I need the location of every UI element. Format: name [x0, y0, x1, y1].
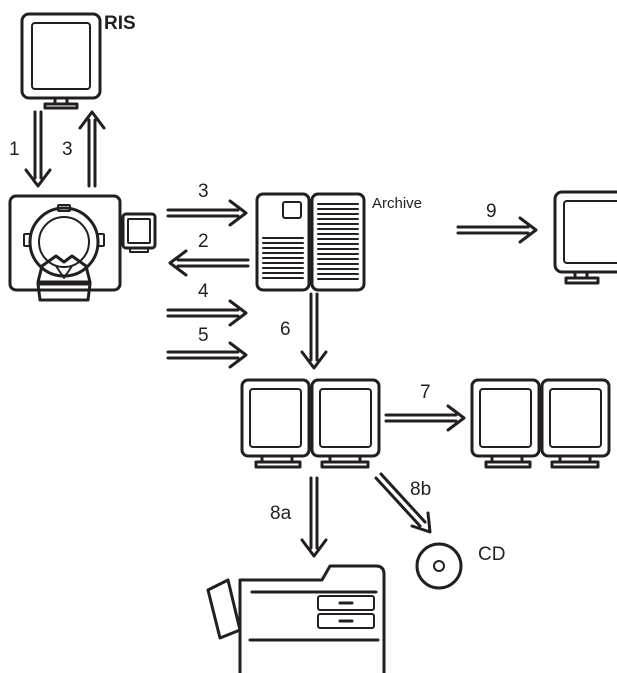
step-3-ris-label: 3 [62, 140, 73, 159]
arrow-8a-workstation-to-printer [302, 478, 326, 556]
cd-disc-icon [417, 544, 461, 588]
step-6-label: 6 [280, 320, 291, 339]
ris-label: RIS [104, 14, 136, 33]
step-5-label: 5 [198, 326, 209, 345]
arrow-6-archive-to-workstation [302, 294, 326, 368]
ris-monitor-icon [22, 14, 100, 108]
arrow-5-scanner-to-workstation [168, 343, 246, 367]
ct-scanner-icon [10, 196, 120, 300]
archive-server-icon [257, 194, 364, 290]
arrow-3-scanner-to-ris [80, 112, 104, 186]
step-7-label: 7 [420, 383, 431, 402]
step-8b-label: 8b [410, 480, 431, 499]
arrow-9-archive-to-remote [458, 218, 536, 242]
step-8a-label: 8a [270, 504, 291, 523]
arrow-3-scanner-to-archive [168, 201, 246, 225]
step-1-label: 1 [9, 140, 20, 159]
dual-monitor-workstation-icon [242, 380, 379, 467]
arrow-1-ris-to-scanner [26, 112, 50, 186]
step-3-archive-label: 3 [198, 182, 209, 201]
arrow-2-archive-to-scanner [170, 251, 248, 275]
archive-label: Archive [372, 196, 422, 211]
step-2-label: 2 [198, 232, 209, 251]
console-monitor-icon [123, 214, 155, 252]
step-4-label: 4 [198, 282, 209, 301]
arrow-7-workstation-to-workstation [386, 406, 464, 430]
remote-monitor-icon [555, 192, 617, 283]
cd-label: CD [478, 545, 505, 564]
step-9-label: 9 [486, 202, 497, 221]
arrow-4-scanner-to-workstation [168, 301, 246, 325]
film-printer-icon [208, 566, 384, 673]
dual-monitor-workstation-2-icon [472, 380, 609, 467]
